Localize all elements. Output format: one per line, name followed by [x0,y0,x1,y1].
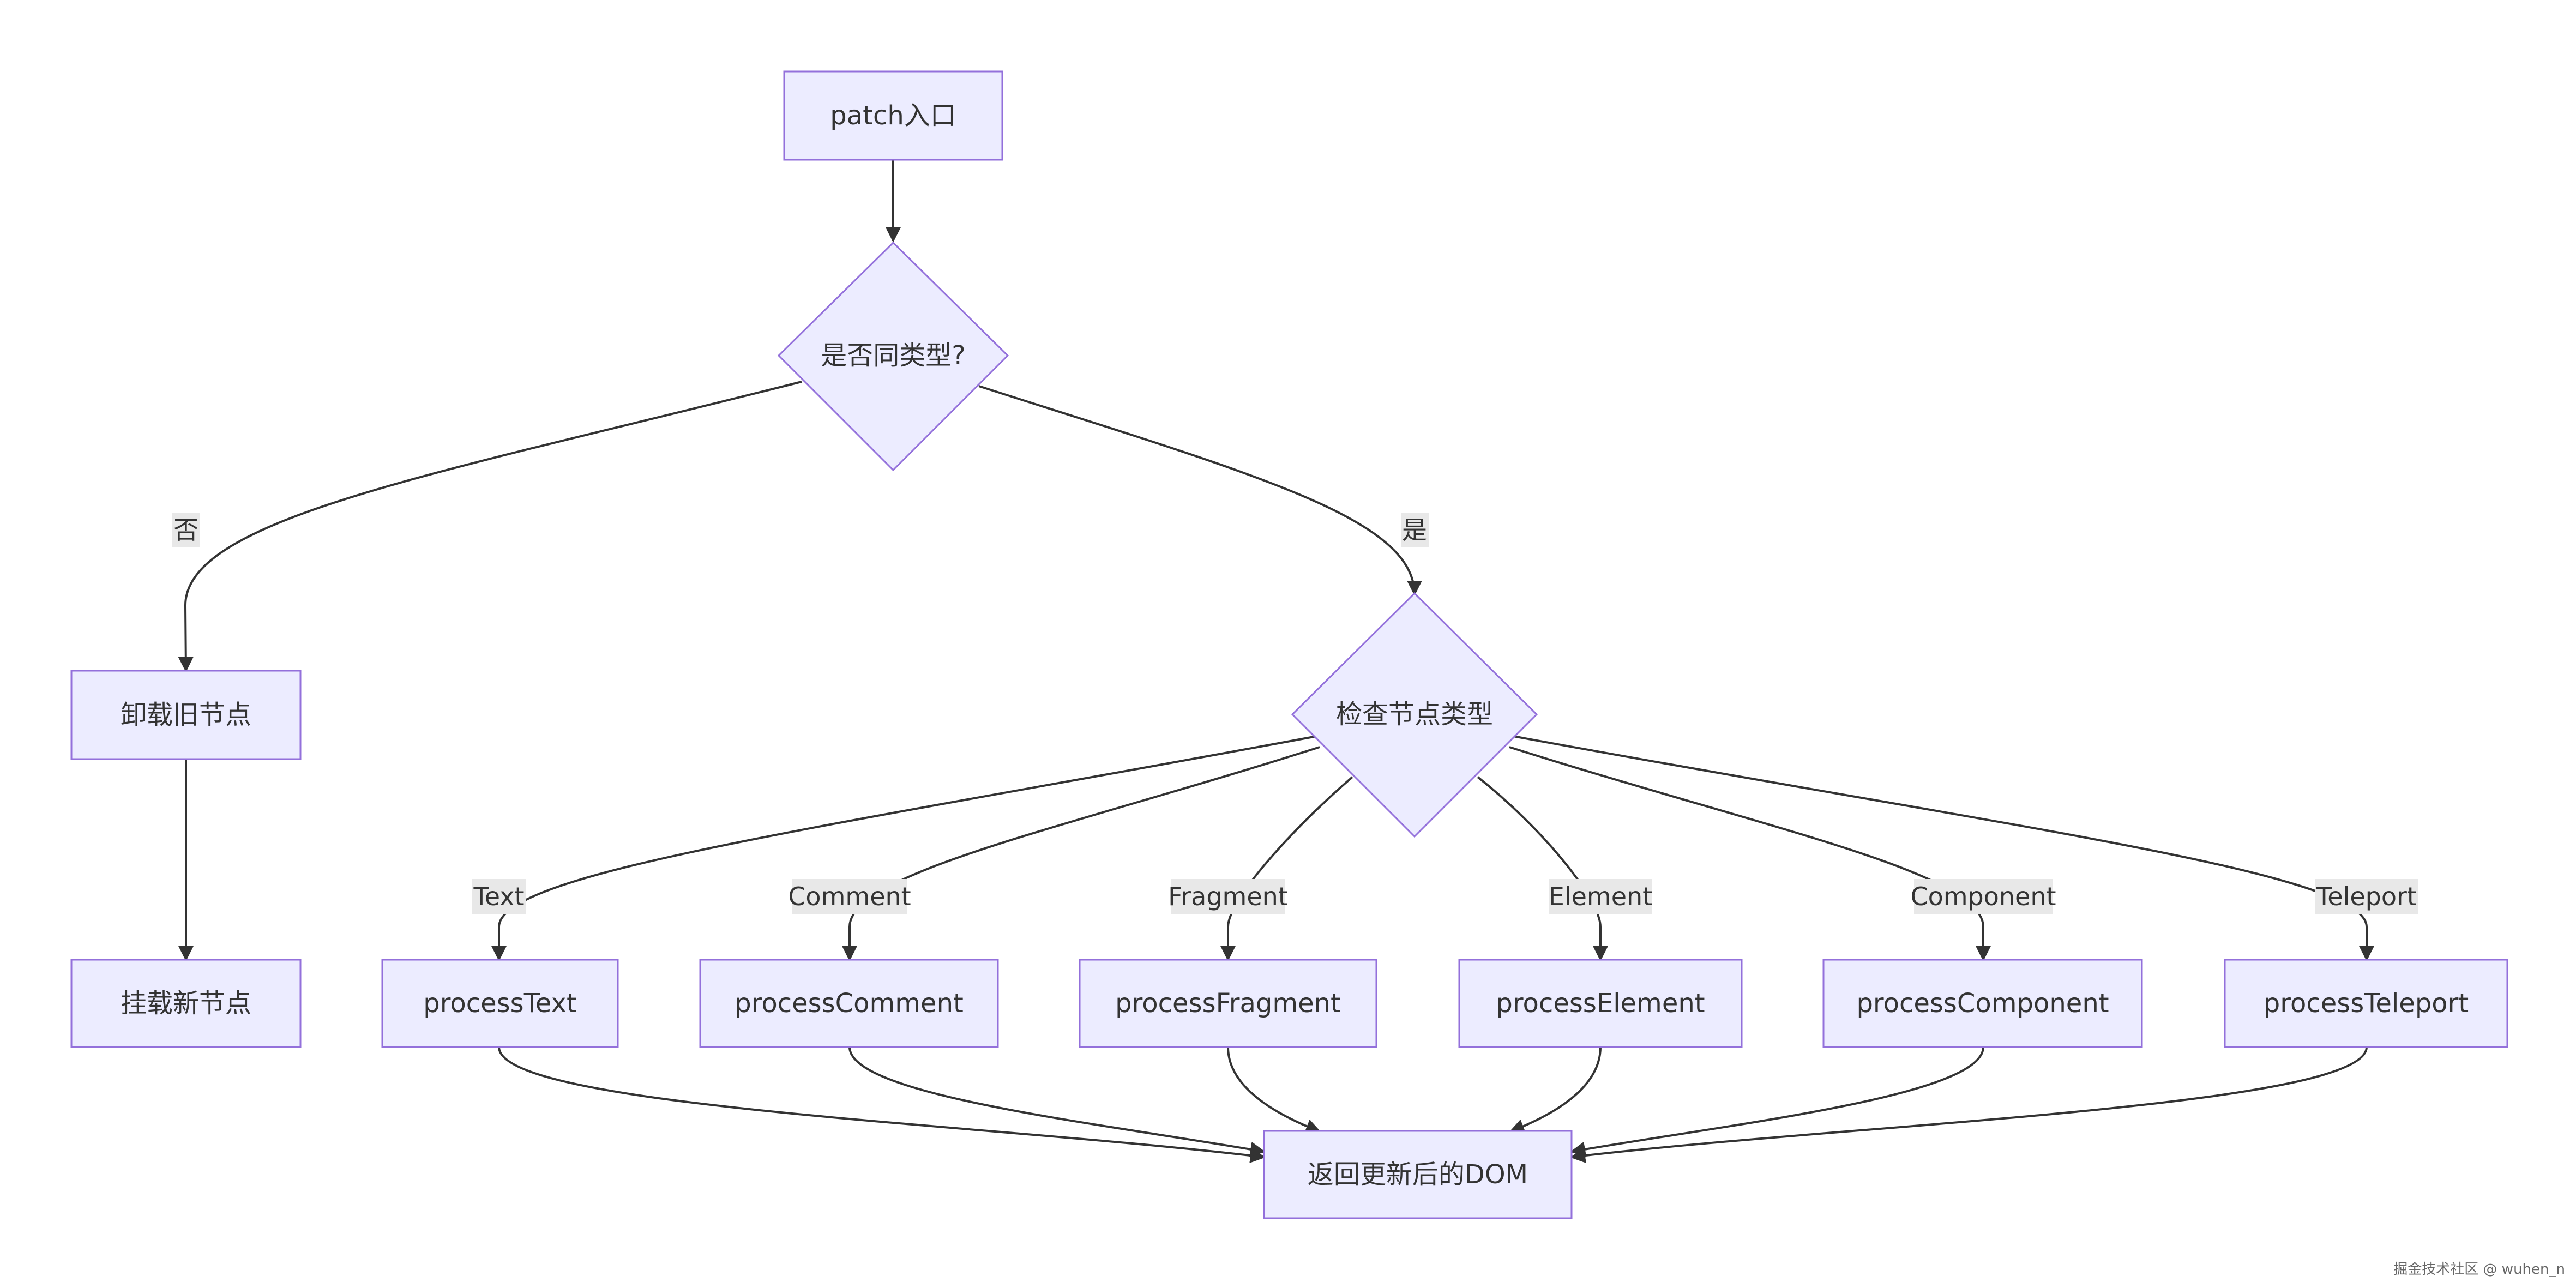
edge-check-text [491,735,1317,961]
nodes: patch入口 是否同类型? 卸载旧节点 挂载新节点 检查节点类型 proces… [70,70,2508,1219]
node-process-teleport: processTeleport [2224,959,2508,1048]
node-process-fragment-label: processFragment [1115,988,1341,1019]
node-process-comment-label: processComment [735,988,964,1019]
edge-labels: 否 是 Text Comment Fragment Element Compon… [172,513,2418,914]
edge-check-element [1477,776,1608,961]
edge-check-teleport [1513,735,2374,961]
edge-label-no: 否 [173,515,198,545]
node-process-fragment: processFragment [1079,959,1377,1048]
node-mount-new-label: 挂载新节点 [121,988,251,1019]
watermark: 掘金技术社区 @ wuhen_n [2393,1261,2565,1278]
edge-check-component [1509,746,1991,961]
edge-sametype-no [178,381,802,672]
edge-component-to-return [1570,1046,1984,1157]
node-check-type: 检查节点类型 [1291,592,1538,838]
edge-label-fragment: Fragment [1168,882,1288,911]
node-process-element: processElement [1458,959,1743,1048]
edge-fragment-to-return [1227,1046,1321,1134]
node-process-text-label: processText [423,988,577,1019]
edge-teleport-to-return [1570,1046,2368,1163]
node-process-comment: processComment [699,959,999,1048]
node-process-teleport-label: processTeleport [2264,988,2469,1019]
edge-sametype-yes [978,385,1422,596]
edge-element-to-return [1509,1046,1602,1134]
edge-label-text: Text [473,882,524,911]
edge-label-component: Component [1910,882,2056,911]
node-mount-new: 挂载新节点 [70,959,302,1048]
edge-label-teleport: Teleport [2316,882,2417,911]
node-unmount-old: 卸载旧节点 [70,670,302,760]
node-same-type: 是否同类型? [777,241,1009,472]
node-return-dom-label: 返回更新后的DOM [1308,1159,1528,1190]
node-patch-entry: patch入口 [783,70,1003,161]
edge-label-element: Element [1549,882,1652,911]
node-process-component-label: processComponent [1856,988,2109,1019]
node-same-type-label: 是否同类型? [821,340,965,371]
edge-comment-to-return [848,1046,1266,1157]
node-unmount-old-label: 卸载旧节点 [121,700,251,730]
edge-text-to-return [498,1046,1266,1163]
node-process-text: processText [381,959,619,1048]
edge-label-comment: Comment [788,882,911,911]
node-process-element-label: processElement [1496,988,1705,1019]
node-check-type-label: 检查节点类型 [1336,699,1493,730]
node-patch-entry-label: patch入口 [830,100,956,131]
edge-check-fragment [1220,776,1353,961]
node-return-dom: 返回更新后的DOM [1263,1130,1573,1219]
node-process-component: processComponent [1822,959,2143,1048]
edge-label-yes: 是 [1402,515,1427,545]
